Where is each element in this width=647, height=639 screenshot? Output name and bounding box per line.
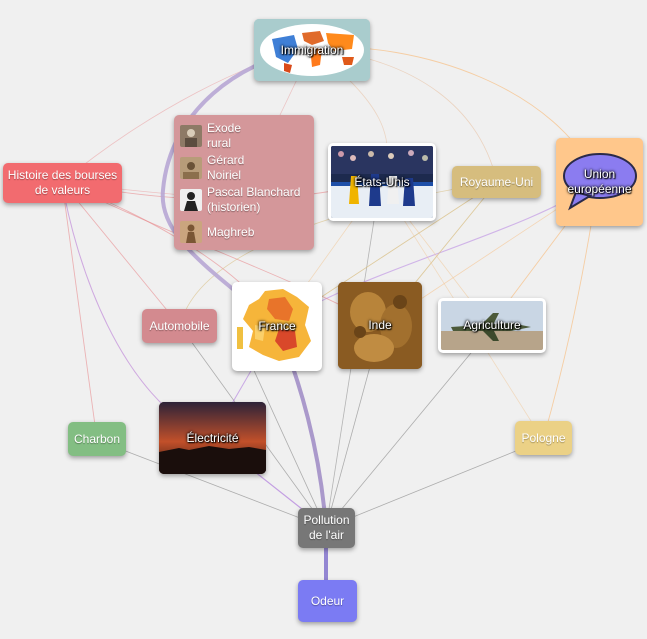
- group-item-label: Pascal Blanchard (historien): [207, 185, 301, 214]
- node-union-europeenne[interactable]: Union européenne: [556, 138, 643, 226]
- sepia-portrait-icon: [180, 125, 202, 147]
- node-royaume-uni[interactable]: Royaume-Uni: [452, 166, 541, 198]
- group-item-label: Maghreb: [207, 224, 255, 239]
- carved-relief-icon: [338, 282, 422, 369]
- node-label: Pologne: [521, 430, 566, 445]
- node-odeur[interactable]: Odeur: [298, 580, 357, 622]
- node-label: Automobile: [149, 318, 210, 333]
- node-france[interactable]: France: [232, 282, 322, 371]
- edge: [160, 46, 313, 328]
- node-etats-unis[interactable]: États-Unis: [328, 143, 436, 221]
- group-item-maghreb[interactable]: Maghreb: [180, 221, 254, 243]
- group-item-pascal-blanchard[interactable]: Pascal Blanchard (historien): [180, 185, 312, 215]
- node-charbon[interactable]: Charbon: [68, 422, 126, 456]
- node-label: Histoire des bourses de valeurs: [7, 168, 118, 197]
- node-label: Odeur: [310, 593, 345, 608]
- node-label: Immigration: [280, 42, 344, 57]
- group-item-label: Exode rural: [207, 121, 242, 150]
- node-group: Exode rural Gérard Noiriel Pascal Blanch…: [174, 115, 314, 250]
- speech-bubble-icon: [556, 138, 643, 226]
- group-item-exode-rural[interactable]: Exode rural: [180, 121, 257, 151]
- node-label: Pollution de l'air: [303, 513, 350, 542]
- edge: [325, 439, 544, 529]
- edge: [61, 181, 98, 441]
- node-label: Royaume-Uni: [459, 174, 534, 189]
- aircraft-photo-icon: [441, 301, 543, 350]
- france-density-map-icon: [235, 285, 319, 368]
- edge: [96, 439, 327, 529]
- node-histoire-des-bourses[interactable]: Histoire des bourses de valeurs: [3, 163, 122, 203]
- node-label: États-Unis: [354, 174, 410, 189]
- silhouette-portrait-icon: [180, 189, 202, 211]
- node-label: France: [258, 319, 296, 333]
- node-label: Électricité: [186, 430, 239, 445]
- node-pollution-de-l-air[interactable]: Pollution de l'air: [298, 508, 355, 548]
- group-item-label: Gérard Noiriel: [207, 153, 245, 182]
- node-label: Agriculture: [463, 318, 521, 332]
- hockey-game-icon: [331, 146, 433, 218]
- sepia-figure-icon: [180, 221, 202, 243]
- node-pologne[interactable]: Pologne: [515, 421, 572, 455]
- node-immigration[interactable]: Immigration: [254, 19, 370, 81]
- node-label: Inde: [368, 318, 392, 332]
- edge: [239, 339, 327, 529]
- node-electricite[interactable]: Électricité: [159, 402, 266, 474]
- node-agriculture[interactable]: Agriculture: [438, 298, 546, 353]
- node-inde[interactable]: Inde: [338, 282, 422, 369]
- edge: [325, 329, 491, 529]
- sepia-photo-icon: [180, 157, 202, 179]
- edge: [61, 181, 181, 327]
- node-label: Union européenne: [567, 167, 632, 196]
- node-label: Charbon: [73, 431, 121, 446]
- sunset-photo-icon: [159, 402, 266, 474]
- group-item-gerard-noiriel[interactable]: Gérard Noiriel: [180, 153, 257, 183]
- world-map-icon: [254, 19, 370, 81]
- node-automobile[interactable]: Automobile: [142, 309, 217, 343]
